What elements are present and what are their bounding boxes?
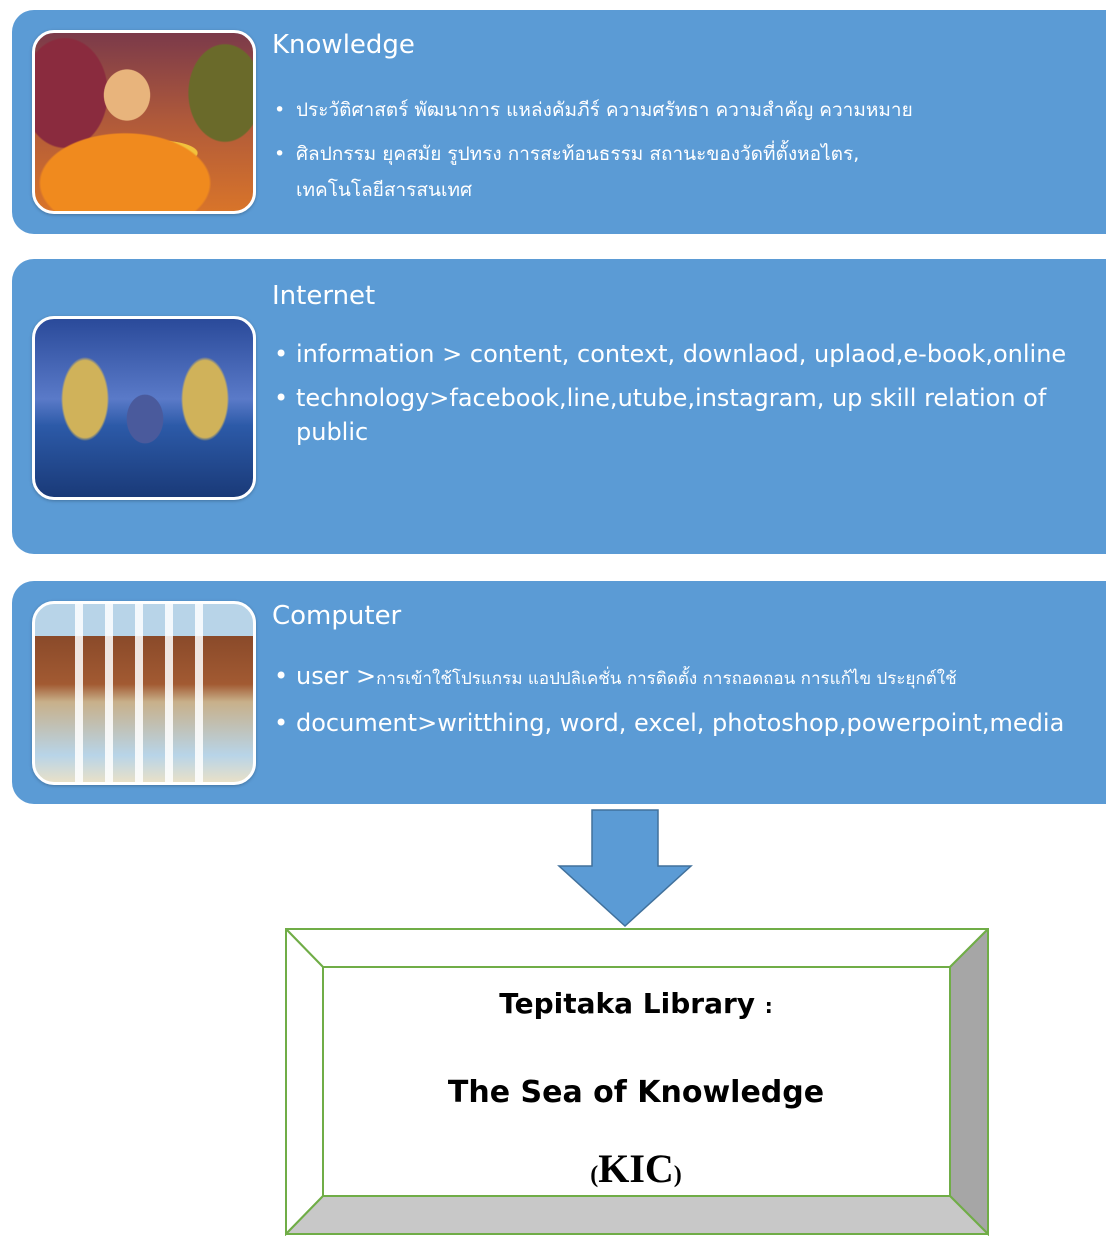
thai-temple-photo — [32, 601, 256, 785]
result-acronym-close: ) — [673, 1162, 682, 1188]
naga-temple-photo — [32, 316, 256, 500]
knowledge-bullet-1: ประวัติศาสตร์ พัฒนาการ แหล่งคัมภีร์ ความ… — [296, 99, 913, 121]
knowledge-panel: Knowledge • ประวัติศาสตร์ พัฒนาการ แหล่ง… — [12, 10, 1106, 234]
internet-title: Internet — [272, 281, 376, 311]
result-acronym-main: KIC — [598, 1146, 674, 1191]
bullet-icon: • — [274, 143, 286, 165]
list-item: • ประวัติศาสตร์ พัฒนาการ แหล่งคัมภีร์ คว… — [272, 92, 1086, 128]
result-title-main: Tepitaka Library — [499, 987, 756, 1020]
knowledge-title: Knowledge — [272, 30, 415, 60]
bullet-icon: • — [274, 99, 286, 121]
computer-bullet-1-rest: การเข้าใช้โปรแกรม แอปปลิเคชั่น การติดตั้… — [376, 669, 957, 689]
internet-bullet-list: • information > content, context, downla… — [272, 337, 1086, 459]
computer-title: Computer — [272, 601, 402, 631]
knowledge-bullet-2-cont: เทคโนโลยีสารสนเทศ — [296, 179, 473, 201]
down-arrow-icon — [557, 809, 693, 928]
bullet-icon: • — [274, 384, 289, 412]
list-item: • technology>facebook,line,utube,instagr… — [272, 381, 1086, 449]
bevel-frame — [285, 928, 989, 1236]
result-box: Tepitaka Library : The Sea of Knowledge … — [323, 967, 949, 1196]
list-item: • ศิลปกรรม ยุคสมัย รูปทรง การสะท้อนธรรม … — [272, 136, 1086, 208]
result-subtitle: The Sea of Knowledge — [447, 1075, 825, 1110]
result-acronym: (KIC) — [323, 1145, 949, 1192]
knowledge-bullet-list: • ประวัติศาสตร์ พัฒนาการ แหล่งคัมภีร์ คว… — [272, 92, 1086, 208]
internet-panel: Internet • information > content, contex… — [12, 259, 1106, 554]
bullet-icon: • — [274, 340, 289, 368]
internet-bullet-1: information > content, context, downlaod… — [296, 340, 1067, 368]
computer-bullet-list: • user >การเข้าใช้โปรแกรม แอปปลิเคชั่น ก… — [272, 659, 1086, 750]
bullet-icon: • — [274, 709, 289, 737]
bullet-icon: • — [274, 662, 289, 690]
list-item: • user >การเข้าใช้โปรแกรม แอปปลิเคชั่น ก… — [272, 659, 1086, 696]
result-title: Tepitaka Library : — [323, 987, 949, 1020]
result-acronym-open: ( — [590, 1162, 599, 1188]
computer-panel: Computer • user >การเข้าใช้โปรแกรม แอปปล… — [12, 581, 1106, 804]
list-item: • document>writthing, word, excel, photo… — [272, 706, 1086, 740]
internet-bullet-2: technology>facebook,line,utube,instagram… — [296, 384, 1047, 446]
result-title-colon: : — [764, 994, 773, 1018]
list-item: • information > content, context, downla… — [272, 337, 1086, 371]
computer-bullet-1-prefix: user > — [296, 662, 377, 690]
computer-bullet-2: document>writthing, word, excel, photosh… — [296, 709, 1065, 737]
knowledge-bullet-2: ศิลปกรรม ยุคสมัย รูปทรง การสะท้อนธรรม สถ… — [296, 143, 860, 165]
monk-ceremony-photo — [32, 30, 256, 214]
